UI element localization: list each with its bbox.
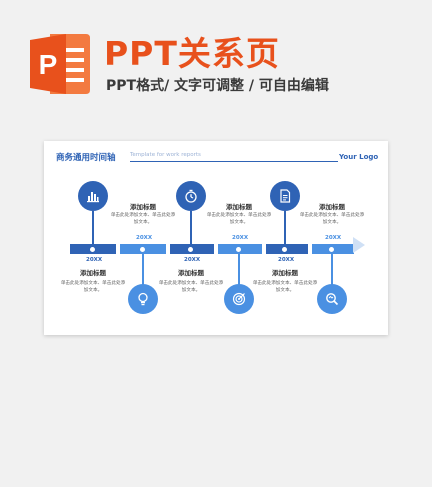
page-title: PPT关系页 [104, 34, 280, 73]
timeline-title: 添加标题 [178, 269, 204, 277]
timeline-stem [284, 211, 286, 245]
timeline-title: 添加标题 [226, 203, 252, 211]
slide-preview: 商务通用时间轴 Template for work reports Your L… [44, 141, 388, 335]
lightbulb-icon [138, 292, 148, 306]
timeline-desc: 单击此处添加文本、单击此处添加文本。 [60, 281, 126, 293]
document-icon [280, 189, 291, 203]
slide-logo-text: Your Logo [339, 153, 379, 161]
stopwatch-icon [185, 189, 197, 203]
timeline-year: 20XX [325, 235, 342, 241]
timeline-icon-circle [176, 181, 206, 211]
timeline-stem [92, 211, 94, 245]
timeline-icon-circle [270, 181, 300, 211]
timeline-icon-circle [78, 181, 108, 211]
timeline-icon-circle [317, 284, 347, 314]
timeline-dot [187, 245, 194, 253]
timeline-year: 20XX [232, 235, 249, 241]
timeline-title: 添加标题 [319, 203, 345, 211]
timeline-desc: 单击此处添加文本、单击此处添加文本。 [110, 213, 176, 225]
timeline-arrow [353, 237, 365, 253]
slide-subtitle: Template for work reports [130, 152, 201, 158]
timeline-icon-circle [128, 284, 158, 314]
timeline-dot [235, 245, 242, 253]
timeline-desc: 单击此处添加文本、单击此处添加文本。 [158, 281, 224, 293]
timeline-title: 添加标题 [272, 269, 298, 277]
powerpoint-logo-icon: P [30, 34, 90, 94]
logo-letter: P [39, 49, 58, 80]
page-subtitle: PPT格式/ 文字可调整 / 可自由编辑 [106, 78, 329, 94]
timeline-dot [139, 245, 146, 253]
timeline-year: 20XX [86, 257, 103, 263]
timeline-year: 20XX [278, 257, 295, 263]
timeline-desc: 单击此处添加文本、单击此处添加文本。 [206, 213, 272, 225]
timeline-stem [331, 253, 333, 287]
timeline-dot [89, 245, 96, 253]
timeline-title: 添加标题 [80, 269, 106, 277]
timeline-year: 20XX [136, 235, 153, 241]
timeline-dot [328, 245, 335, 253]
bar-chart-icon [87, 192, 99, 203]
search-icon [326, 293, 339, 306]
timeline-title: 添加标题 [130, 203, 156, 211]
timeline-stem [238, 253, 240, 287]
title-underline [130, 161, 338, 162]
timeline-year: 20XX [184, 257, 201, 263]
timeline-desc: 单击此处添加文本、单击此处添加文本。 [252, 281, 318, 293]
target-icon [232, 292, 246, 306]
timeline-icon-circle [224, 284, 254, 314]
timeline-dot [281, 245, 288, 253]
timeline-stem [190, 211, 192, 245]
timeline-desc: 单击此处添加文本、单击此处添加文本。 [299, 213, 365, 225]
slide-title: 商务通用时间轴 [56, 153, 116, 163]
timeline-stem [142, 253, 144, 287]
